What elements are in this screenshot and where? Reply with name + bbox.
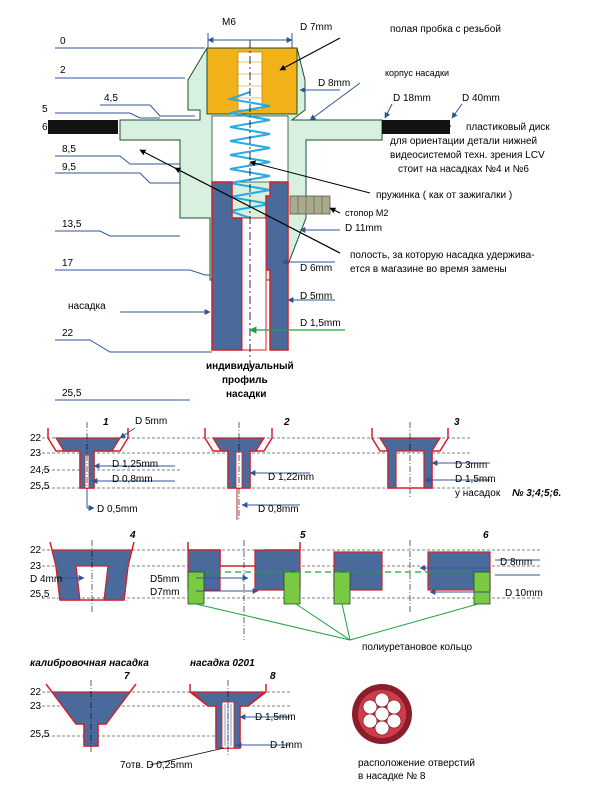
r2-level-22: 22 (30, 545, 42, 556)
profile-label-1: индивидуальный (206, 361, 294, 372)
r3-level-25-5: 25,5 (30, 729, 50, 740)
r1-level-25-5: 25,5 (30, 481, 50, 492)
r1-d08: D 0,8mm (112, 474, 153, 485)
d11-label: D 11mm (345, 223, 382, 234)
r1-d3: D 3mm (455, 460, 487, 471)
d15-label: D 1,5mm (300, 318, 341, 329)
level-0: 0 (60, 36, 66, 47)
d7-label: D 7mm (300, 22, 332, 33)
r1-d125: D 1,25mm (112, 459, 158, 470)
r1-note-bold: № 3;4;5;6. (512, 488, 561, 499)
r2-d7: D7mm (150, 587, 179, 598)
profile-label-2: профиль (222, 374, 268, 386)
disk-label-1: пластиковый диск (466, 122, 550, 133)
r1-d15: D 1,5mm (455, 474, 496, 485)
r3-level-22: 22 (30, 687, 42, 698)
r1-d08b: D 0,8mm (258, 504, 299, 515)
r1-d122: D 1,22mm (268, 472, 314, 483)
threaded-plug (206, 47, 298, 115)
disk-label-2: для ориентации детали нижней (390, 136, 537, 147)
nozzle-3-number: 3 (454, 417, 460, 428)
disk-label-4: стоит на насадках №4 и №6 (398, 164, 529, 175)
plastic-disk-right (382, 120, 450, 134)
nozzle-1-number: 1 (103, 417, 109, 428)
r2-d10: D 10mm (505, 588, 543, 599)
cavity-label-2: ется в магазине во время замены (350, 264, 507, 275)
r1-level-23: 23 (30, 448, 42, 459)
r3-level-23: 23 (30, 701, 42, 712)
nozzle-2-number: 2 (283, 417, 290, 428)
d18-label: D 18mm (393, 93, 431, 104)
d40-label: D 40mm (462, 93, 500, 104)
nozzle-7-number: 7 (124, 671, 130, 682)
r2-d8: D 8mm (500, 557, 532, 568)
r3-holes: 7отв. D 0,25mm (120, 760, 192, 771)
n0201-label: насадка 0201 (190, 658, 255, 669)
spring-label: пружинка ( как от зажигалки ) (376, 190, 512, 201)
row3-section: калибровочная насадка насадка 0201 7 8 2… (30, 657, 475, 782)
r2-d5: D5mm (150, 574, 179, 585)
nozzle-label: насадка (68, 301, 106, 312)
d8-label: D 8mm (318, 78, 350, 89)
r1-level-22: 22 (30, 433, 42, 444)
hole-layout-icon (352, 684, 412, 744)
layout-label-2: в насадке № 8 (358, 771, 426, 782)
r1-note: у насадок (455, 488, 501, 499)
level-5: 5 (42, 104, 48, 115)
main-section: 0 2 4,5 5 6 8,5 9,5 13,5 17 22 25,5 M6 D… (42, 17, 550, 401)
plastic-disk (48, 120, 118, 134)
nozzle-8-number: 8 (270, 671, 276, 682)
plug-label: полая пробка с резьбой (390, 23, 501, 35)
r1-d05: D 0,5mm (97, 504, 138, 515)
nozzle-insert-right (265, 181, 289, 351)
r3-d15: D 1,5mm (255, 712, 296, 723)
calib-label: калибровочная насадка (30, 657, 149, 669)
stopper-screw (289, 195, 331, 215)
level-8-5: 8,5 (62, 144, 76, 155)
row2-section: 22 23 25,5 4 5 6 (30, 530, 543, 653)
d6-label-visible: D 6mm (300, 263, 332, 274)
level-2: 2 (60, 65, 66, 76)
r3-d1: D 1mm (270, 740, 302, 751)
profile-label-3: насадки (226, 389, 266, 400)
body-label: корпус насадки (385, 68, 449, 78)
level-17: 17 (62, 258, 74, 269)
r2-d4: D 4mm (30, 574, 62, 585)
ring-label: полиуретановое кольцо (362, 642, 473, 653)
m6-label: M6 (222, 17, 236, 28)
r2-level-23: 23 (30, 561, 42, 572)
r1-level-24-5: 24,5 (30, 465, 50, 476)
nozzle-5-number: 5 (300, 530, 306, 541)
layout-label-1: расположение отверстий (358, 758, 475, 769)
level-9-5: 9,5 (62, 162, 76, 173)
level-6: 6 (42, 122, 48, 133)
r2-level-25-5: 25,5 (30, 589, 50, 600)
level-4-5: 4,5 (104, 93, 118, 104)
d5-label: D 5mm (300, 291, 332, 302)
level-13-5: 13,5 (62, 219, 82, 230)
nozzle-6 (333, 551, 491, 605)
level-25-5: 25,5 (62, 388, 82, 399)
r1-d5: D 5mm (135, 416, 167, 427)
stopper-label: стопор M2 (345, 208, 388, 218)
nozzle-6-number: 6 (483, 530, 489, 541)
disk-label-3: видеосистемой техн. зрения LCV (390, 150, 545, 161)
row1-section: 22 23 24,5 25,5 1 2 3 (30, 416, 561, 520)
cavity-label-1: полость, за которую насадка удержива- (350, 250, 535, 261)
nozzle-4-number: 4 (129, 530, 136, 541)
level-22: 22 (62, 328, 74, 339)
